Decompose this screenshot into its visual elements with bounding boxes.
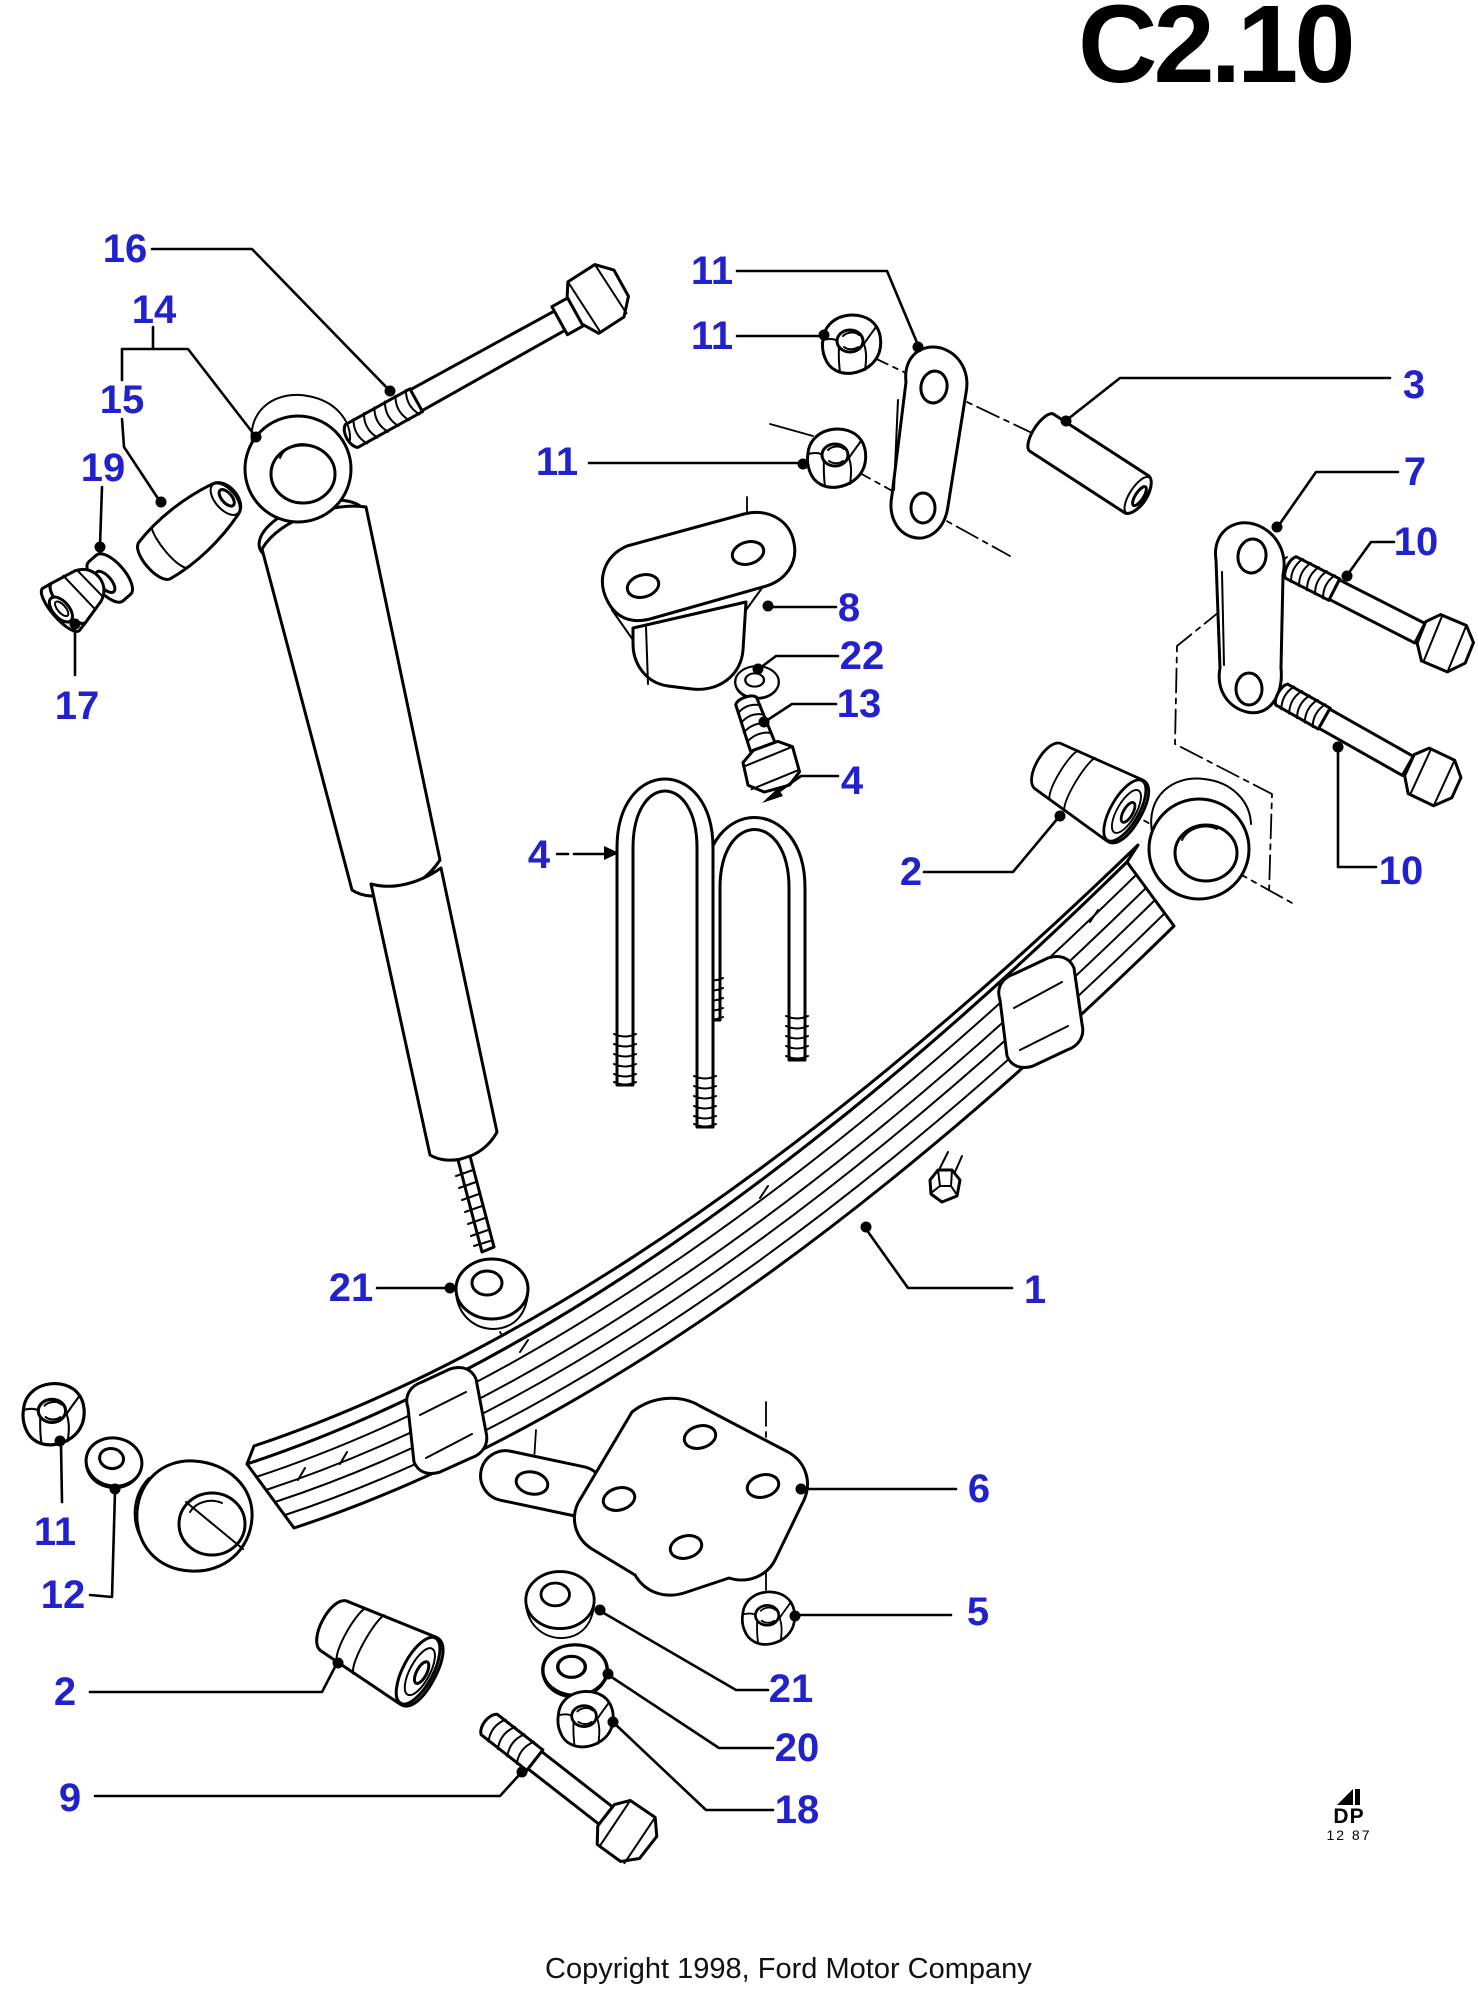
callout-18: 18 <box>774 1788 820 1832</box>
callout-8: 8 <box>837 586 861 630</box>
callout-20: 20 <box>774 1726 820 1770</box>
callout-10: 10 <box>1393 520 1439 564</box>
callout-9: 9 <box>58 1776 82 1820</box>
shock-locknut <box>39 567 106 633</box>
spring-washer <box>80 1432 148 1494</box>
callout-14: 14 <box>131 288 177 332</box>
shock-lower-bushing <box>136 481 243 581</box>
leader-lines <box>54 247 1400 1812</box>
spring-bushing-front <box>315 1599 445 1708</box>
shackle-bolt <box>1274 539 1478 681</box>
callout-11: 11 <box>535 440 579 484</box>
spring-bushing-rear <box>1030 741 1151 845</box>
stamp-date: 12 87 <box>1326 1827 1372 1844</box>
callout-19: 19 <box>80 446 126 490</box>
callout-10: 10 <box>1378 849 1424 893</box>
callout-17: 17 <box>54 684 100 728</box>
callout-16: 16 <box>102 227 148 271</box>
u-bolt-right <box>700 816 809 1062</box>
spring-nut <box>21 1381 86 1447</box>
callout-6: 6 <box>967 1467 991 1511</box>
callout-4: 4 <box>840 759 864 803</box>
copyright-note: Copyright 1998, Ford Motor Company <box>545 1953 1032 1985</box>
callout-11: 11 <box>690 249 734 293</box>
shackle-bolt <box>1265 666 1471 815</box>
publisher-stamp: DP 12 87 <box>1317 1788 1381 1843</box>
callout-12: 12 <box>40 1573 86 1617</box>
callout-15: 15 <box>99 378 145 422</box>
callout-5: 5 <box>966 1590 990 1634</box>
u-bolt-left <box>613 777 717 1129</box>
callout-21: 21 <box>328 1266 374 1310</box>
callout-11: 11 <box>690 314 734 358</box>
leaf-spring <box>133 777 1252 1573</box>
shock-grommet-upper <box>454 1257 530 1331</box>
page-code: C2.10 <box>1078 0 1356 106</box>
callout-4: 4 <box>527 833 551 877</box>
callout-11: 11 <box>33 1510 77 1554</box>
stamp-code: DP <box>1333 1805 1365 1828</box>
plate-washer <box>541 1643 609 1700</box>
callout-1: 1 <box>1023 1268 1047 1312</box>
bump-stop-stud <box>734 694 802 794</box>
spring-mount-plate <box>479 1396 809 1597</box>
callout-7: 7 <box>1403 450 1427 494</box>
shackle-nut <box>820 313 883 375</box>
plate-grommet <box>524 1570 596 1640</box>
callout-22: 22 <box>839 634 885 678</box>
spring-front-bolt <box>479 1712 659 1865</box>
callout-3: 3 <box>1402 363 1426 407</box>
bump-stop <box>600 511 797 691</box>
callout-2: 2 <box>899 850 923 894</box>
callout-21: 21 <box>768 1667 814 1711</box>
rear-shackle-plate <box>1214 521 1286 715</box>
callout-2: 2 <box>53 1670 77 1714</box>
plate-nut <box>740 1590 797 1646</box>
publisher-flag-icon <box>1337 1789 1360 1805</box>
shackle-nut <box>805 427 868 489</box>
upper-shackle-plate <box>889 345 969 540</box>
shock-upper-bolt <box>342 263 630 449</box>
callout-13: 13 <box>836 682 882 726</box>
shackle-spacer <box>1026 412 1153 515</box>
shock-absorber <box>243 393 499 1254</box>
plate-nut <box>556 1690 615 1749</box>
